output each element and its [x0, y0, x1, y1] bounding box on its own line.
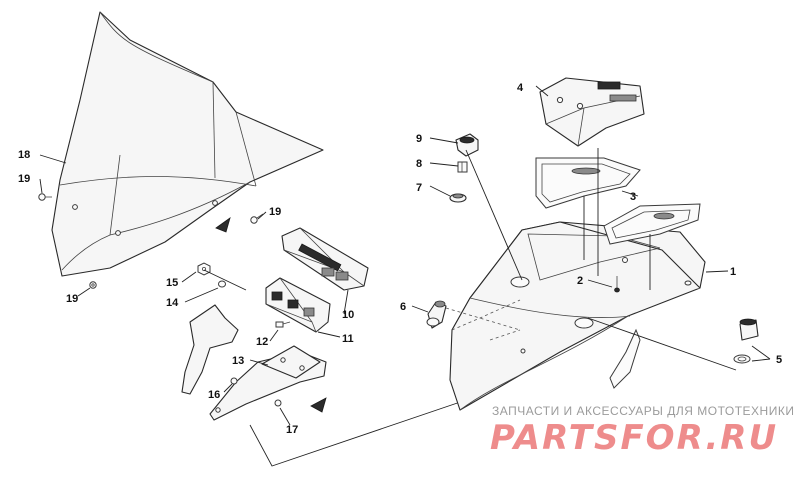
- gauge-housing: [281, 227, 369, 291]
- switch-5: [733, 318, 759, 364]
- screw-2: [614, 276, 620, 293]
- callout-10: 10: [342, 309, 354, 321]
- screw-16: [230, 377, 238, 385]
- direction-arrow-left: [215, 217, 231, 233]
- watermark-subtitle: ЗАПЧАСТИ И АКСЕССУАРЫ ДЛЯ МОТОТЕХНИКИ: [492, 404, 795, 418]
- top-cover: [539, 77, 645, 147]
- callout-8: 8: [416, 158, 422, 170]
- key-8: [457, 161, 468, 173]
- callout-14: 14: [166, 297, 179, 309]
- switch-cap-9: [455, 133, 479, 157]
- callout-17: 17: [286, 424, 298, 436]
- callout-19-bottom: 19: [66, 293, 78, 305]
- callout-2: 2: [577, 275, 583, 287]
- watermark-logo: PARTSFOR.RU: [490, 418, 779, 458]
- washer-14: [218, 280, 226, 288]
- callout-6: 6: [400, 301, 406, 313]
- switch-nut-7: [449, 193, 467, 203]
- mount-bracket: [181, 304, 327, 421]
- callout-4: 4: [517, 82, 524, 94]
- callout-15: 15: [166, 277, 178, 289]
- screw-17: [274, 399, 282, 407]
- callout-5: 5: [776, 354, 782, 366]
- callout-12: 12: [256, 336, 268, 348]
- screw-19-right: [250, 213, 264, 224]
- direction-arrow-bracket: [310, 397, 327, 413]
- callout-13: 13: [232, 355, 244, 367]
- callout-19-right: 19: [269, 206, 281, 218]
- hood-main: [449, 221, 706, 411]
- callout-7: 7: [416, 182, 422, 194]
- screw-19-left: [38, 193, 52, 201]
- window-upper: [535, 157, 641, 209]
- callout-18: 18: [18, 149, 30, 161]
- callout-9: 9: [416, 133, 422, 145]
- callout-16: 16: [208, 389, 220, 401]
- screw-12: [275, 321, 291, 328]
- windshield: [51, 11, 324, 277]
- callout-labels: 1 2 3 4 5 6 7 8 9 10 11 12 13 14 15 16 1…: [18, 82, 782, 436]
- callout-3: 3: [630, 191, 636, 203]
- window-lower: [603, 203, 701, 245]
- callout-19-left: 19: [18, 173, 30, 185]
- gauge-bracket: [265, 277, 331, 333]
- nut-15: [197, 262, 211, 276]
- callout-11: 11: [342, 333, 354, 345]
- connector-6: [426, 300, 447, 329]
- washer-19-bottom: [89, 281, 97, 289]
- callout-1: 1: [730, 266, 736, 278]
- callout-leaders: [39, 85, 771, 426]
